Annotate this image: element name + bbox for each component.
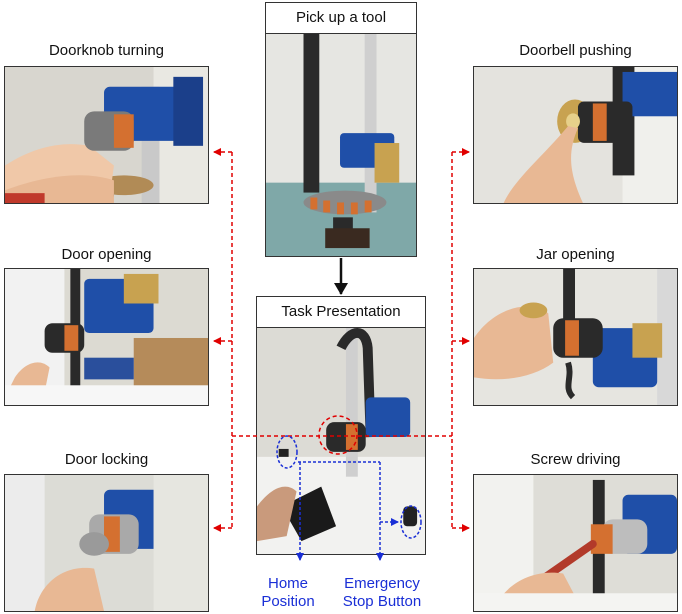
photo-screw-driving xyxy=(473,474,678,612)
label-doorknob-turning: Doorknob turning xyxy=(48,42,165,59)
label-jar-opening: Jar opening xyxy=(536,246,615,263)
label-door-locking: Door locking xyxy=(64,451,149,468)
photo-jar-opening xyxy=(473,268,678,406)
photo-task-presentation xyxy=(256,327,426,555)
photo-pick-up-tool xyxy=(265,33,417,257)
home-position-line2: Position xyxy=(261,593,315,610)
label-doorbell-pushing: Doorbell pushing xyxy=(519,42,632,59)
emergency-stop-line2: Stop Button xyxy=(342,593,422,610)
home-position-label: Home Position xyxy=(256,575,320,611)
task-presentation-title: Task Presentation xyxy=(256,296,426,328)
label-door-opening: Door opening xyxy=(61,246,152,263)
pickup-to-task-arrowhead xyxy=(334,283,348,295)
photo-door-locking xyxy=(4,474,209,612)
label-screw-driving: Screw driving xyxy=(530,451,621,468)
emergency-stop-label: Emergency Stop Button xyxy=(336,575,428,611)
pick-up-tool-title: Pick up a tool xyxy=(265,2,417,34)
photo-doorknob-turning xyxy=(4,66,209,204)
home-position-line1: Home xyxy=(267,575,308,592)
photo-doorbell-pushing xyxy=(473,66,678,204)
emergency-stop-line1: Emergency xyxy=(344,575,420,592)
photo-door-opening xyxy=(4,268,209,406)
